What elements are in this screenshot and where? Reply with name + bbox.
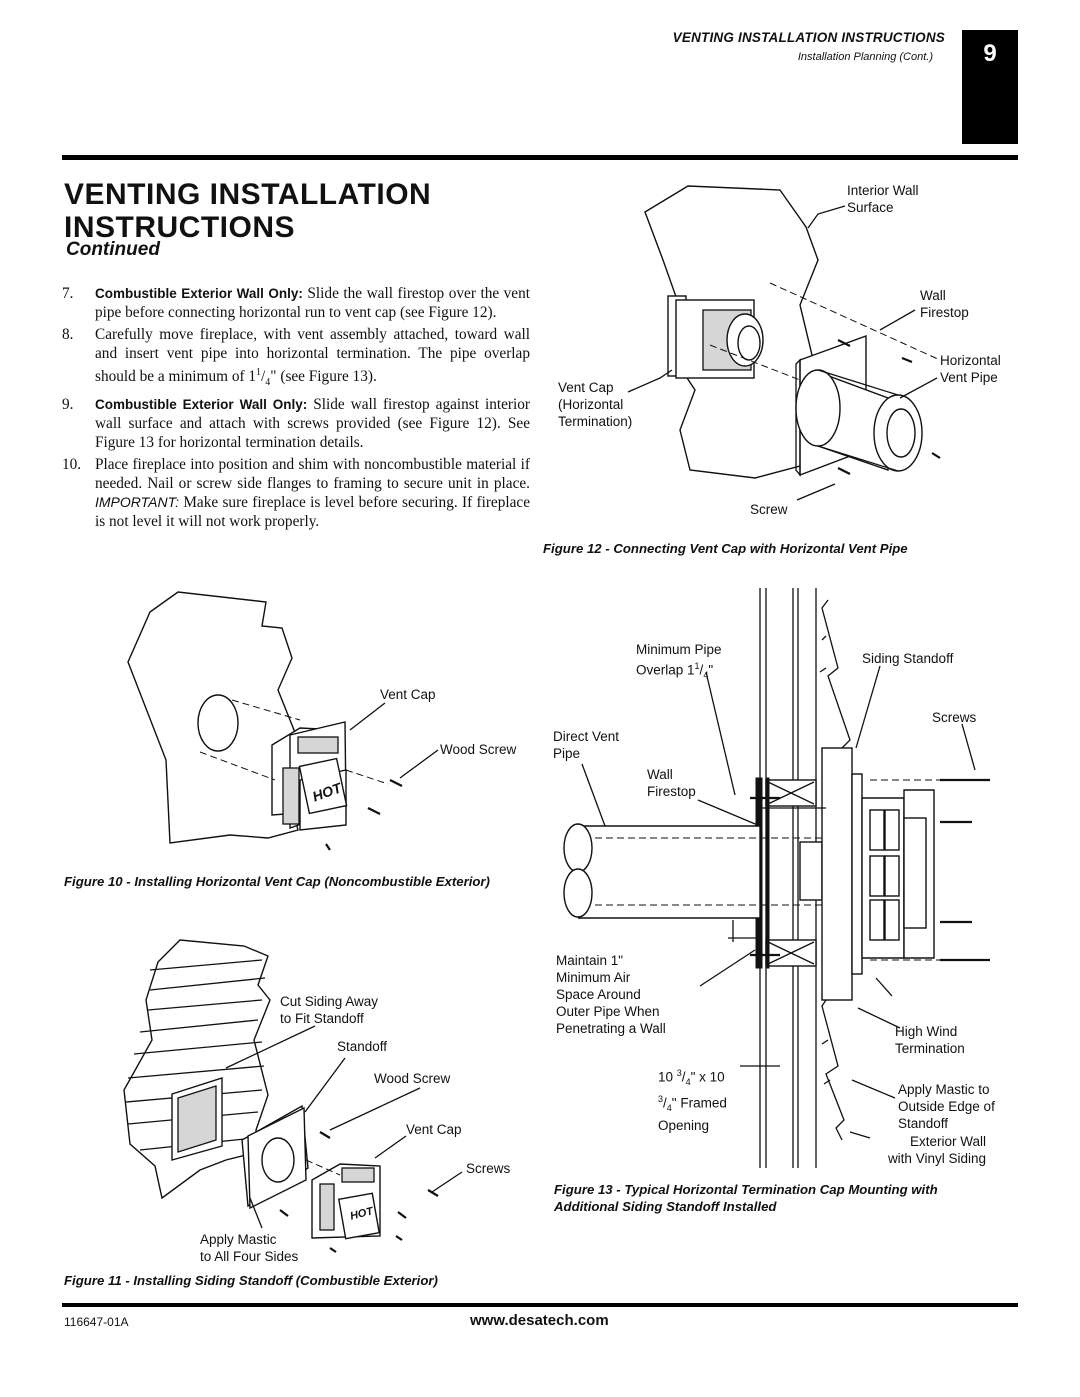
fig10-wall-panel xyxy=(127,591,299,844)
label-apply-mastic: Apply Mastic to All Four Sides xyxy=(200,1232,299,1264)
fraction-denominator: 4 xyxy=(265,377,271,389)
step-number: 7. xyxy=(62,285,74,302)
page-number-tab xyxy=(962,30,1018,144)
step-number: 10. xyxy=(62,456,82,474)
continued-subtitle: Continued xyxy=(66,239,160,260)
step-text-end: Make sure fireplace is level before secu… xyxy=(95,494,530,531)
running-header-title: VENTING INSTALLATION INSTRUCTIONS xyxy=(672,30,945,45)
label-cut-siding: Cut Siding Away to Fit Standoff xyxy=(280,994,379,1026)
fig13-wall-studs xyxy=(759,588,817,1168)
fig11-standoff xyxy=(241,1104,309,1210)
label-exterior-wall: Exterior Wall with Vinyl Siding xyxy=(887,1134,986,1166)
hot-marking: HOT xyxy=(310,779,344,805)
step-10: 10. Place fireplace into position and sh… xyxy=(62,455,530,531)
step-text-end: " (see Figure 13). xyxy=(270,368,377,386)
step-7: 7. Combustible Exterior Wall Only: Slide… xyxy=(62,284,530,322)
label-direct-vent-pipe: Direct Vent Pipe xyxy=(553,729,620,761)
fig13-termination-cap xyxy=(861,789,935,959)
header-rule xyxy=(62,155,1018,160)
fig13-vinyl-siding xyxy=(819,599,851,1141)
label-screws: Screws xyxy=(932,710,977,725)
interior-wall-panel xyxy=(644,185,819,479)
label-screw: Screw xyxy=(750,502,788,517)
fig13-leaders xyxy=(581,665,976,1139)
step-text: Slide wall firestop against interior wal… xyxy=(95,396,531,452)
label-wood-screw: Wood Screw xyxy=(374,1071,451,1086)
label-standoff: Standoff xyxy=(337,1039,388,1054)
figure-12-caption: Figure 12 - Connecting Vent Cap with Hor… xyxy=(543,541,908,556)
wall-opening xyxy=(667,295,764,379)
label-minimum-pipe-overlap: Minimum Pipe Overlap 11/4" xyxy=(636,642,722,681)
label-framed-opening: 10 3/4" x 10 3/4" Framed Opening xyxy=(658,1068,727,1134)
label-maintain-air-space: Maintain 1" Minimum Air Space Around Out… xyxy=(556,953,666,1036)
page-title-line1: VENTING INSTALLATION xyxy=(64,178,432,211)
fig13-dimension-marks xyxy=(728,807,826,942)
label-horizontal-vent-pipe: Horizontal Vent Pipe xyxy=(940,353,1001,385)
step-number: 9. xyxy=(62,396,74,414)
fig13-framing-blocks xyxy=(765,779,817,967)
fig13-screws xyxy=(870,778,990,962)
page-title-line2: INSTRUCTIONS xyxy=(64,211,295,244)
website-link[interactable]: www.desatech.com xyxy=(470,1312,609,1329)
important-note: IMPORTANT: xyxy=(95,494,179,511)
fig11-screws xyxy=(279,1131,439,1253)
footer-rule xyxy=(62,1303,1018,1307)
label-vent-cap: Vent Cap xyxy=(406,1122,462,1137)
fig13-direct-vent-pipe xyxy=(563,823,831,920)
page-title: VENTING INSTALLATION INSTRUCTIONS xyxy=(64,178,504,244)
label-high-wind-termination: High Wind Termination xyxy=(895,1024,965,1056)
figure-11-caption: Figure 11 - Installing Siding Standoff (… xyxy=(64,1273,438,1288)
horizontal-vent-pipe xyxy=(795,369,923,472)
fig12-screws xyxy=(837,339,941,475)
step-text: Slide the wall firestop over the vent pi… xyxy=(95,285,530,321)
label-screws: Screws xyxy=(466,1161,511,1176)
label-siding-standoff: Siding Standoff xyxy=(862,651,954,666)
instruction-steps: 7. Combustible Exterior Wall Only: Slide… xyxy=(62,284,530,534)
step-emphasis: Combustible Exterior Wall Only: xyxy=(95,286,303,301)
figure-10-caption: Figure 10 - Installing Horizontal Vent C… xyxy=(64,874,490,889)
step-text: Carefully move fireplace, with vent asse… xyxy=(95,326,530,386)
running-header-subtitle: Installation Planning (Cont.) xyxy=(797,51,933,63)
step-8: 8. Carefully move fireplace, with vent a… xyxy=(62,326,530,389)
step-text: Place fireplace into position and shim w… xyxy=(95,456,530,493)
label-wall-firestop: Wall Firestop xyxy=(920,288,969,320)
fig10-leaders xyxy=(349,702,439,779)
fig12-dashed-alignment xyxy=(709,282,941,381)
fig10-dashed-alignment xyxy=(199,699,389,785)
label-interior-wall: Interior Wall Surface xyxy=(847,183,919,215)
document-code: 116647-01A xyxy=(64,1315,129,1329)
label-wood-screw: Wood Screw xyxy=(440,742,517,757)
fig12-leaders xyxy=(627,205,938,501)
fraction-numerator: 1 xyxy=(256,367,262,378)
label-apply-mastic: Apply Mastic to Outside Edge of Standoff xyxy=(898,1082,995,1131)
label-vent-cap: Vent Cap xyxy=(380,687,436,702)
step-9: 9. Combustible Exterior Wall Only: Slide… xyxy=(62,395,530,452)
page-number: 9 xyxy=(983,40,997,67)
fig11-siding-panel xyxy=(123,939,271,1200)
label-wall-firestop: Wall Firestop xyxy=(647,767,696,799)
fig10-vent-cap xyxy=(271,721,348,831)
wall-firestop-plate xyxy=(795,335,867,477)
fig13-firestop xyxy=(750,777,780,969)
fig11-vent-cap xyxy=(311,1163,381,1240)
label-vent-cap-termination: Vent Cap (Horizontal Termination) xyxy=(558,380,633,429)
hot-marking: HOT xyxy=(348,1205,375,1223)
figure-13-caption: Figure 13 - Typical Horizontal Terminati… xyxy=(554,1182,938,1214)
step-emphasis: Combustible Exterior Wall Only: xyxy=(95,397,308,413)
step-number: 8. xyxy=(62,326,74,343)
fig13-siding-standoff xyxy=(821,747,863,1001)
